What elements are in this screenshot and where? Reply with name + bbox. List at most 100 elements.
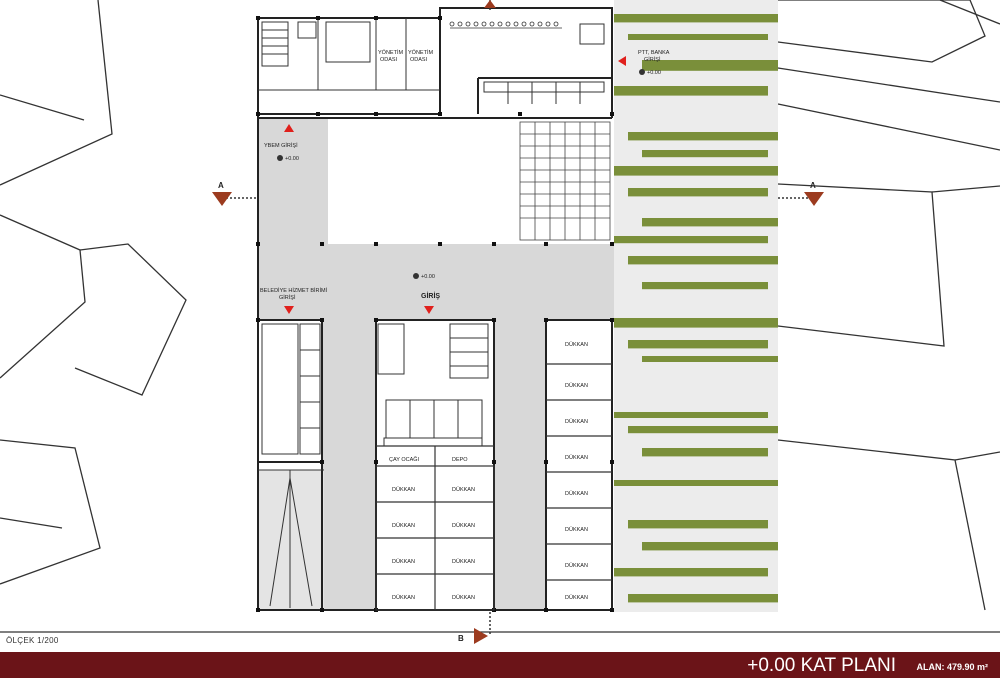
green-stripe [628,34,768,40]
belediye-line1: BELEDİYE HİZMET BİRİMİ [260,287,328,294]
column [320,608,324,612]
entrance-arrows [284,56,626,314]
ybem-label: YBEM GİRİŞİ [264,142,298,149]
column [544,318,548,322]
ptt-line2: GİRİŞİ [644,56,661,63]
green-stripe [642,150,768,158]
column [492,460,496,464]
dukkan-label: DÜKKAN [565,341,588,348]
dukkan-label: DÜKKAN [565,454,588,461]
column [610,318,614,322]
column [492,242,496,246]
green-stripe [642,282,768,290]
column [320,242,324,246]
column [610,112,614,116]
interior-partitions [258,18,605,608]
dukkan-label: DÜKKAN [565,526,588,533]
column [256,242,260,246]
dukkan-label: DÜKKAN [452,486,475,493]
shops-left-block [375,445,495,611]
green-stripe [614,568,768,577]
dukkan-label: DÜKKAN [565,562,588,569]
green-stripe [628,256,778,265]
column [374,16,378,20]
green-stripe [628,132,778,141]
dukkan-label: DÜKKAN [392,522,415,529]
dukkan-label: DÜKKAN [565,382,588,389]
green-stripe [642,356,778,362]
green-stripe [628,426,778,434]
column [316,112,320,116]
column [492,318,496,322]
green-stripe [642,448,768,457]
dukkan-label: DÜKKAN [565,490,588,497]
section-b-label: B [458,634,464,643]
column [544,460,548,464]
column [256,608,260,612]
ptt-line1: PTT, BANKA [638,50,670,56]
column [374,460,378,464]
column [610,242,614,246]
dukkan-label: DÜKKAN [392,558,415,565]
dukkan-label: DÜKKAN [392,486,415,493]
column [544,242,548,246]
column [256,318,260,322]
column [544,608,548,612]
cay-ocagi-label: ÇAY OCAĞI [389,456,420,463]
yonetim-2-line2: ODASI [410,57,428,63]
top-north-marker [484,0,496,8]
column [518,112,522,116]
yonetim-1-line2: ODASI [380,57,398,63]
circulation-area [258,118,614,610]
green-stripe [614,14,778,23]
shops-right-block [546,363,612,581]
green-stripe [642,542,778,551]
green-stripe [642,218,778,227]
column [374,318,378,322]
neighbor-parcels [0,0,1000,633]
seating-row [449,21,562,29]
green-stripe [642,60,778,71]
plan-title: +0.00 KAT PLANI [747,655,896,676]
section-marker-b: B [458,628,488,644]
dukkan-label: DÜKKAN [392,594,415,601]
dukkan-label: DÜKKAN [565,418,588,425]
green-stripe [628,594,778,603]
dukkan-label: DÜKKAN [452,522,475,529]
column [320,318,324,322]
level-markers: +0.00 +0.00 +0.00 [277,69,661,280]
green-stripe [614,236,768,244]
section-a-right-label: A [810,181,816,190]
yonetim-1-line1: YÖNETİM [378,49,403,56]
column [320,460,324,464]
column [374,242,378,246]
column [438,242,442,246]
column [610,460,614,464]
column [438,112,442,116]
column [438,16,442,20]
green-stripe [628,340,768,349]
dukkan-label: DÜKKAN [565,594,588,601]
title-bar: +0.00 KAT PLANI ALAN: 479.90 m² [0,652,1000,678]
shop-labels: DÜKKAN DÜKKAN DÜKKAN DÜKKAN DÜKKAN DÜKKAN DÜKK… [392,341,588,601]
column [256,112,260,116]
column [610,608,614,612]
giris-label: GİRİŞ [421,292,440,300]
green-planting-stripes [614,14,778,603]
center-level: +0.00 [421,274,435,280]
green-stripe [614,318,778,328]
area-label: ALAN: 479.90 m² [916,662,988,672]
column [374,112,378,116]
section-marker-a-left: A [212,181,232,206]
green-stripe [614,480,778,486]
section-marker-a-right: A [804,181,824,206]
dukkan-label: DÜKKAN [452,594,475,601]
depo-label: DEPO [452,457,468,463]
atrium-steps [519,121,611,241]
scale-label: ÖLÇEK 1/200 [6,636,59,645]
column [256,16,260,20]
ybem-level: +0.00 [285,156,299,162]
green-stripe [628,520,768,529]
green-stripe [614,412,768,418]
